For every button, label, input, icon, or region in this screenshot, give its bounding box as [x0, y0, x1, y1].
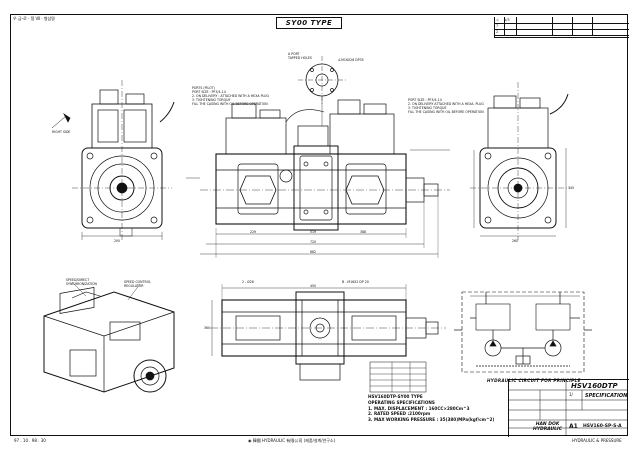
rev-cell: 1/3 [503, 17, 517, 23]
sheet-size: A1 [569, 423, 578, 430]
dim-label: 229 [250, 230, 257, 234]
dim-label: 519 [310, 230, 317, 234]
dim-label: 260 [512, 239, 519, 243]
bottom-center-label: ◉ 韓國 HYDRAULIC 有限公司 (제품/설계/연구소) [248, 438, 336, 443]
drawing-frame [10, 14, 628, 436]
iso-label: SPEED/DIRECT [66, 278, 90, 282]
title-model: HSV160DTP [571, 382, 618, 390]
front-note: PORTS (PILOT) [192, 86, 215, 90]
bottom-right-label: HYDRAULIC & PRESSURE [572, 438, 622, 443]
company-name: HAN DOK HYDRAULIC [533, 422, 563, 432]
drawing-number: HSV160-SP-S-A [583, 424, 622, 429]
right-end-view [470, 82, 570, 240]
circuit-caption: HYDRAULIC CIRCUIT FOR PRINCIPLE [487, 378, 581, 383]
dim-label: 450 [310, 284, 317, 288]
drawing-type-label: SY00 TYPE [276, 17, 342, 29]
title-scale: 1/ [569, 392, 573, 397]
port-note: A PORT TAPPED HOLES [288, 52, 312, 60]
right-note: 2. ON DELIVERY ATTACHED WITH A HEXA. PLU… [408, 102, 484, 106]
right-note: PORT SIZE : PF3/4-14 [408, 98, 442, 102]
spec-block: HSV160DTP-SY00 TYPE OPERATING SPECIFICAT… [368, 394, 494, 422]
corner-stamp-bottom-left: 97 . 10 . 98 . 30 [14, 438, 46, 443]
right-note: FILL THE CASING WITH OIL BEFORE OPERATIO… [408, 110, 484, 114]
hydraulic-circuit [454, 291, 592, 373]
left-note: RIGHT SIDE [52, 130, 71, 134]
iso-label: REGULATOR [124, 284, 144, 288]
dim-label: 388 [360, 230, 367, 234]
front-note: 3. TIGHTENING TORQUE [192, 98, 231, 102]
front-note: 2. ON DELIVERY : ATTACHED WITH A HEXA PL… [192, 94, 269, 98]
spec-item: 2. RATED SPEED :2100rpm [368, 411, 431, 416]
title-block-lines [508, 379, 628, 436]
revision-table: ⚠ 1/3 7 2 [494, 17, 629, 38]
center-front-view [186, 56, 450, 258]
spec-model: HSV160DTP-SY00 TYPE [368, 394, 423, 399]
dim-label: 720 [310, 240, 317, 244]
isometric-view [43, 281, 175, 393]
dim-label: 345 [568, 186, 575, 190]
rev-cell: 7 [495, 23, 505, 29]
corner-stamp-top-left: 우 금-로 · 쟁 Ⅶ · 형삼명 [13, 16, 55, 21]
spec-item: 3. MAX WORKING PRESSURE : 35(380)MPa(kgf… [368, 416, 495, 422]
dim-label: 200 [114, 239, 121, 243]
left-end-view [51, 80, 175, 240]
rev-cell: ⚠ [495, 17, 505, 23]
dim-note-top: 4-M16X28 DP35 [338, 58, 364, 62]
title-subtitle: SPECIFICATION [585, 393, 628, 399]
iso-label: SPEED CONTROL [124, 280, 152, 284]
right-note: 3. TIGHTENING TORQUE [408, 106, 447, 110]
title-block: HSV160DTP SPECIFICATION 1/ HAN DOK HYDRA… [508, 379, 629, 437]
front-note: PORT SIZE : PF3/4-14 [192, 90, 226, 94]
spec-item: 1. MAX. DISPLACEMENT : 160CC×280Cm^3 [368, 405, 470, 411]
top-plan-view [210, 284, 446, 381]
flange-table [369, 361, 427, 393]
plan-label: 2 - Ø26 [242, 280, 254, 284]
spec-heading: OPERATING SPECIFICATIONS [368, 400, 435, 405]
dim-label: 360 [204, 326, 211, 330]
dim-label: 682 [310, 250, 317, 254]
rev-cell: 2 [495, 29, 505, 35]
plan-label: B - M16X2 DP 20 [342, 280, 369, 284]
front-note: FILL THE CASING WITH OIL BEFORE OPERATIO… [192, 102, 268, 106]
iso-label: SYNCHRONIZATION [66, 282, 97, 286]
